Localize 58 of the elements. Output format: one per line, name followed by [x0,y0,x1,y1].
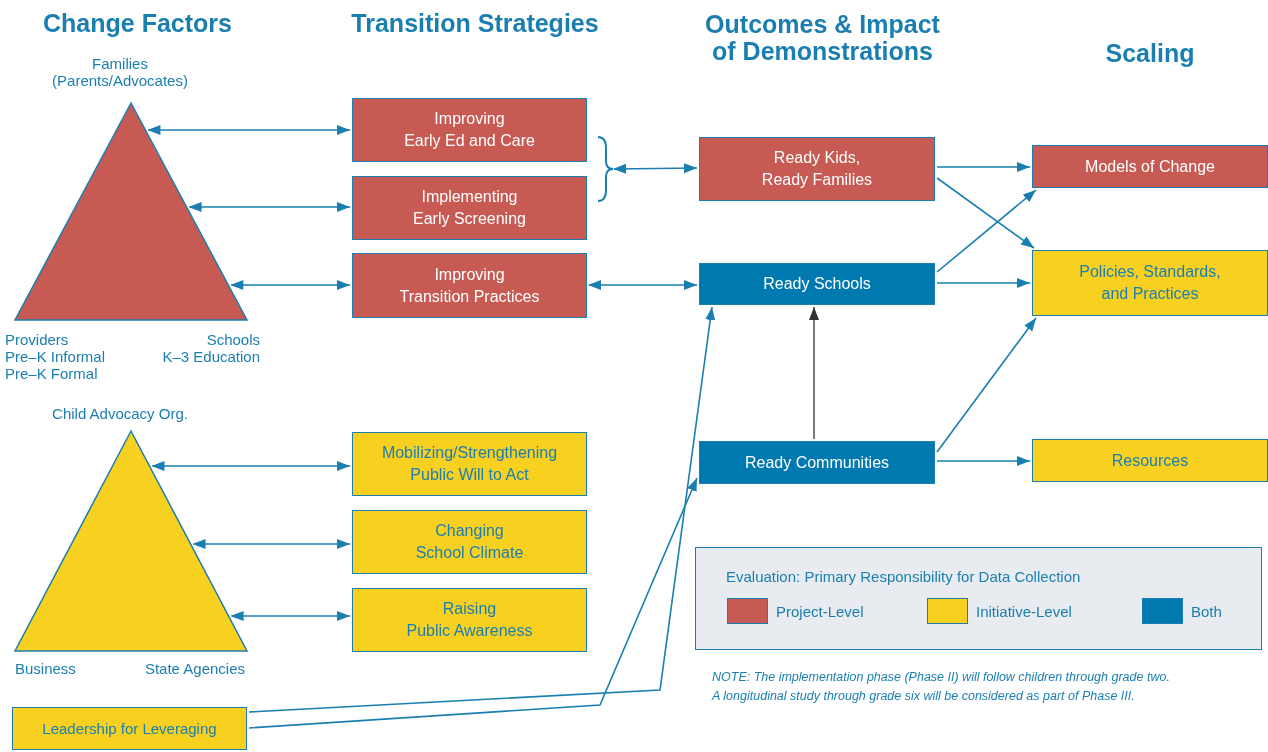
arrow [809,306,819,440]
process-box [352,253,587,318]
arrow [192,539,351,549]
arrow [188,202,351,212]
legend-title: Evaluation: Primary Responsibility for Data Collection [726,568,1082,585]
legend-label: Both [1191,603,1222,620]
factor-label: State Agencies [143,660,245,677]
process-box [352,588,587,652]
process-box [1032,250,1268,316]
factor-label: Business [15,660,77,677]
process-box [1032,145,1268,188]
arrow [936,177,1035,249]
box-label: Implementing Early Screening [412,187,527,229]
arrow [248,306,716,713]
box-label: Ready Kids, Ready Families [760,148,874,190]
arrow [230,280,351,290]
arrow [230,611,351,621]
process-box [352,510,587,574]
arrow [147,125,351,135]
legend-label: Project-Level [776,603,864,620]
process-box [699,263,935,305]
process-box [699,441,935,484]
process-box [1032,439,1268,482]
process-box [352,176,587,240]
arrow [936,456,1031,466]
process-box [352,432,587,496]
factor-label: Providers Pre–K Informal Pre–K Formal [5,331,107,382]
factor-label: Child Advocacy Org. [51,405,189,422]
legend-label: Initiative-Level [976,603,1072,620]
column-heading: Change Factors [42,10,233,37]
arrow [151,461,351,471]
arrow [936,162,1031,172]
arrow [588,280,698,290]
box-label: Improving Early Ed and Care [403,109,536,151]
factor-label: Families (Parents/Advocates) [51,55,189,89]
column-heading: Transition Strategies [350,10,600,37]
box-label: Raising Public Awareness [405,599,534,641]
box-label: Models of Change [1084,156,1216,177]
process-box [699,137,935,201]
process-box [12,707,247,750]
arrow [936,189,1037,273]
arrow [613,163,698,174]
factor-label: Schools K–3 Education [161,331,260,365]
arrow [936,278,1031,288]
box-label: Changing School Climate [414,521,525,563]
box-label: Improving Transition Practices [398,264,541,307]
column-heading: Outcomes & Impact of Demonstrations [704,11,941,65]
column-heading: Scaling [1104,40,1196,67]
box-label: Resources [1110,450,1190,471]
box-label: Policies, Standards, and Practices [1078,262,1222,304]
box-label: Mobilizing/Strengthening Public Will to Act [380,443,559,485]
footnote: NOTE: The implementation phase (Phase II) will follow children through grade two. A longitudinal study through grade six will be considered as part of Phase III. [712,669,1171,705]
arrow [936,317,1037,453]
process-box [352,98,587,162]
arrow [248,477,698,729]
box-label: Ready Communities [743,452,891,473]
box-label: Leadership for Leveraging [41,718,218,739]
box-label: Ready Schools [762,274,872,294]
